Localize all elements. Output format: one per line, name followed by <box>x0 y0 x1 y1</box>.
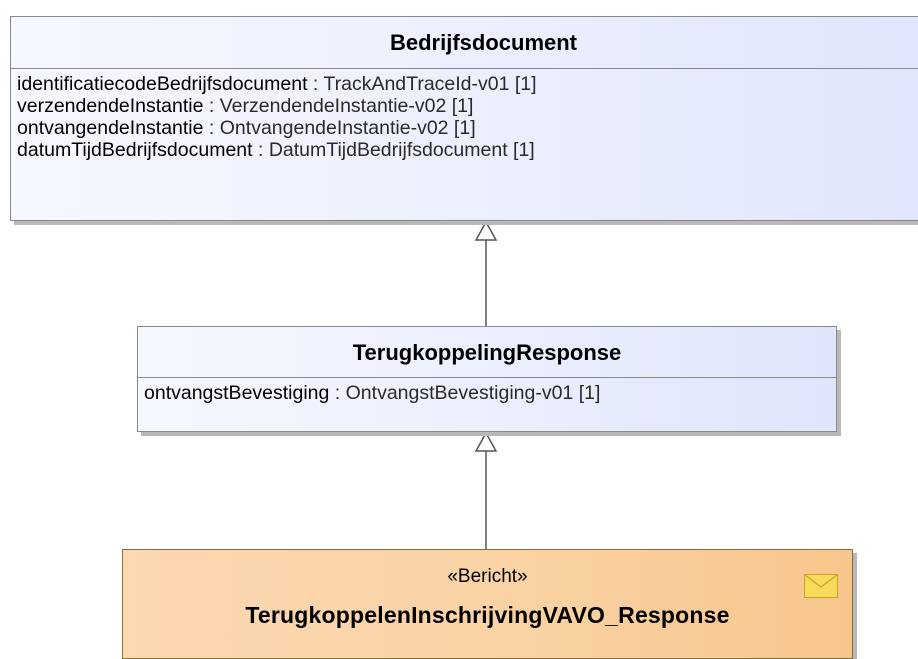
attribute-type: VerzendendeInstantie-v02 [1] <box>219 95 474 117</box>
class-name: TerugkoppelingResponse <box>138 327 836 378</box>
attribute-separator: : <box>252 139 269 161</box>
attribute-list: identificatiecodeBedrijfsdocument : Trac… <box>11 69 918 165</box>
class-terugkoppelingresponse[interactable]: TerugkoppelingResponse ontvangstBevestig… <box>137 326 837 432</box>
attribute-name: identificatiecodeBedrijfsdocument <box>17 73 308 95</box>
attribute-row[interactable]: identificatiecodeBedrijfsdocument : Trac… <box>17 73 918 95</box>
generalization-arrow-terugkoppeling-to-bedrijfsdocument[interactable] <box>474 220 498 326</box>
attribute-separator: : <box>329 382 346 404</box>
attribute-name: ontvangstBevestiging <box>144 382 330 404</box>
envelope-icon <box>804 574 838 598</box>
attribute-type: OntvangendeInstantie-v02 [1] <box>219 117 476 139</box>
attribute-separator: : <box>203 117 220 139</box>
attribute-row[interactable]: datumTijdBedrijfsdocument : DatumTijdBed… <box>17 139 918 161</box>
stereotype-label: «Bericht» <box>447 566 528 587</box>
attribute-row[interactable]: ontvangendeInstantie : OntvangendeInstan… <box>17 117 918 139</box>
class-bericht[interactable]: «Bericht» TerugkoppelenInschrijvingVAVO_… <box>122 549 853 659</box>
attribute-type: TrackAndTraceId-v01 [1] <box>323 73 537 95</box>
attribute-name: ontvangendeInstantie <box>17 117 204 139</box>
attribute-name: datumTijdBedrijfsdocument <box>17 139 253 161</box>
class-name: TerugkoppelenInschrijvingVAVO_Response <box>245 602 730 628</box>
attribute-type: DatumTijdBedrijfsdocument [1] <box>268 139 535 161</box>
attribute-name: verzendendeInstantie <box>17 95 204 117</box>
attribute-row[interactable]: verzendendeInstantie : VerzendendeInstan… <box>17 95 918 117</box>
class-bedrijfsdocument[interactable]: Bedrijfsdocument identificatiecodeBedrij… <box>10 16 918 221</box>
attribute-list: ontvangstBevestiging : OntvangstBevestig… <box>138 378 836 408</box>
attribute-separator: : <box>307 73 324 95</box>
attribute-row[interactable]: ontvangstBevestiging : OntvangstBevestig… <box>144 382 830 404</box>
attribute-type: OntvangstBevestiging-v01 [1] <box>345 382 601 404</box>
attribute-separator: : <box>203 95 220 117</box>
class-name: Bedrijfsdocument <box>11 17 918 69</box>
generalization-arrow-bericht-to-terugkoppeling[interactable] <box>474 431 498 549</box>
